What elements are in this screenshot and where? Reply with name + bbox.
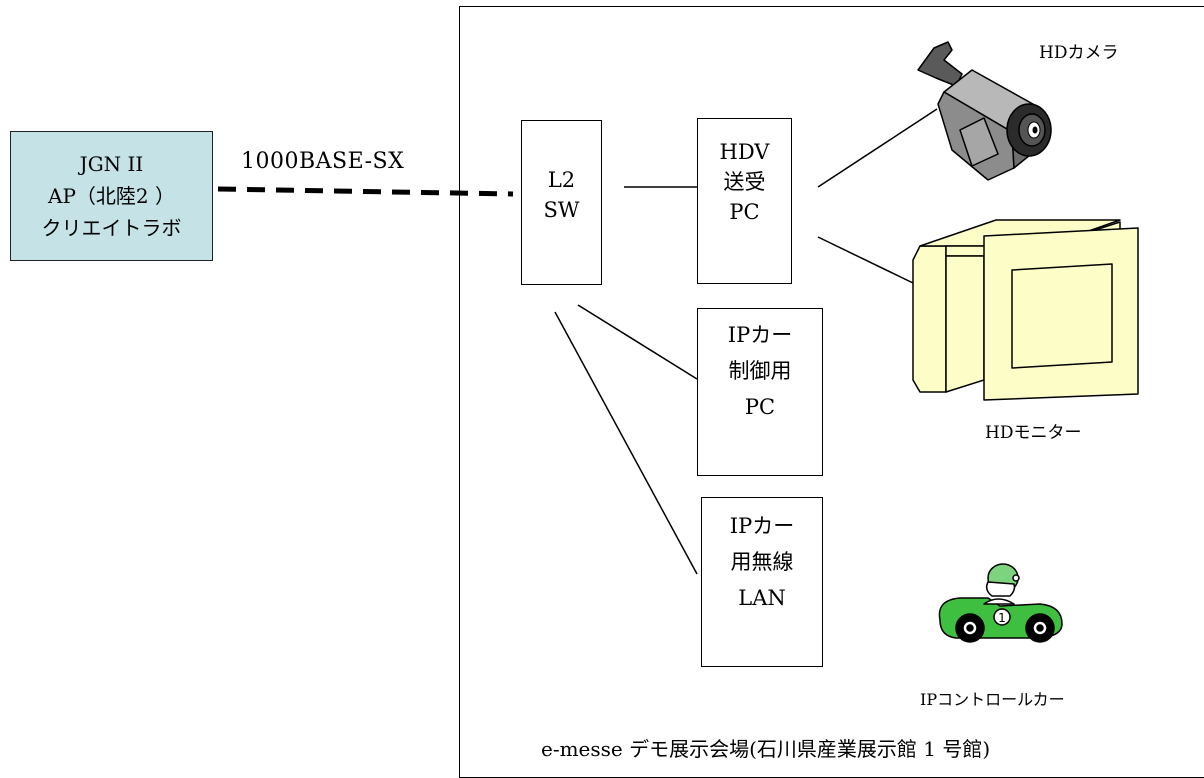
ap-line-2: AP（北陸2 ） — [48, 184, 175, 208]
ap-line-1: JGN II — [79, 152, 144, 176]
hdv-pc-box: HDV 送受 PC — [697, 118, 792, 284]
ipcar-pc-line-1: IPカー — [727, 323, 793, 347]
l2-switch-box: L2 SW — [521, 120, 602, 285]
switch-line-1: L2 — [547, 167, 576, 192]
ipcar-lan-line-3: LAN — [738, 586, 786, 610]
venue-label: e-messe デモ展示会場(石川県産業展示館 1 号館) — [541, 737, 991, 761]
link-label: 1000BASE-SX — [241, 149, 405, 174]
ipcar-control-pc-box: IPカー 制御用 PC — [697, 308, 823, 476]
hdv-line-2: 送受 — [723, 170, 766, 194]
ipcar-lan-line-2: 用無線 — [730, 550, 794, 574]
line-hdv-monitor — [817, 236, 914, 284]
hdv-line-1: HDV — [719, 140, 770, 164]
line-sw-ipcar-pc — [577, 304, 698, 380]
hdv-line-3: PC — [729, 200, 760, 224]
switch-line-2: SW — [543, 197, 580, 222]
monitor-label: HDモニター — [985, 423, 1082, 443]
camera-label: HDカメラ — [1039, 43, 1119, 63]
line-hdv-camera — [817, 108, 938, 188]
jgn-ap-box: JGN II AP（北陸2 ） クリエイトラボ — [10, 131, 213, 261]
ap-line-3: クリエイトラボ — [41, 216, 182, 240]
link-1000base-sx — [217, 186, 514, 197]
car-label: IPコントロールカー — [920, 690, 1065, 709]
car-number: 1 — [998, 611, 1006, 625]
line-sw-ipcar-lan — [554, 311, 698, 575]
ipcar-pc-line-2: 制御用 — [728, 359, 792, 383]
ipcar-pc-line-3: PC — [744, 395, 776, 419]
ipcar-lan-line-1: IPカー — [729, 514, 795, 538]
ipcar-wireless-lan-box: IPカー 用無線 LAN — [701, 497, 823, 667]
